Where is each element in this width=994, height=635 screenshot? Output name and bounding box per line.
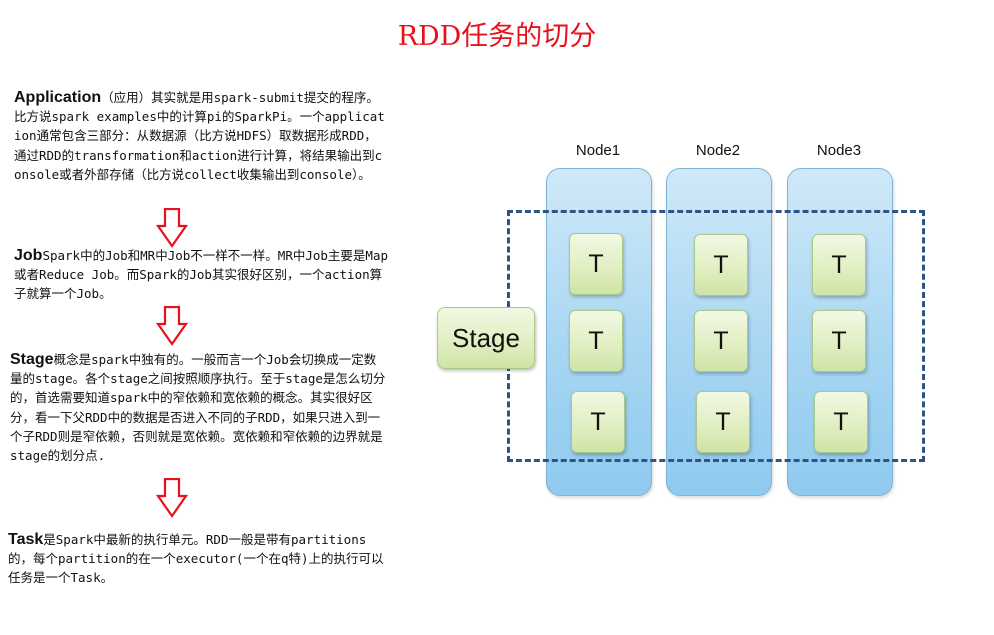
application-text: （应用）其实就是用spark-submit提交的程序。比方说spark exam… (14, 90, 385, 182)
node-label: Node1 (575, 142, 621, 159)
task-box: T (696, 391, 750, 453)
stage-heading: Stage (10, 351, 54, 368)
job-text: Spark中的Job和MR中Job不一样不一样。MR中Job主要是Map或者Re… (14, 248, 388, 302)
task-box: T (569, 233, 623, 295)
task-box: T (569, 310, 623, 372)
job-section: JobSpark中的Job和MR中Job不一样不一样。MR中Job主要是Map或… (14, 246, 388, 304)
task-section: Task是Spark中最新的执行单元。RDD一般是带有partitions的，每… (8, 530, 386, 588)
task-box: T (812, 234, 866, 296)
task-text: 是Spark中最新的执行单元。RDD一般是带有partitions的，每个par… (8, 532, 384, 586)
job-heading: Job (14, 247, 43, 264)
task-box: T (694, 310, 748, 372)
down-arrow-icon (156, 208, 188, 248)
task-heading: Task (8, 531, 44, 548)
node-label: Node2 (695, 142, 741, 159)
task-box: T (571, 391, 625, 453)
down-arrow-icon (156, 478, 188, 518)
task-box: T (812, 310, 866, 372)
stage-text: 概念是spark中独有的。一般而言一个Job会切换成一定数量的stage。各个s… (10, 352, 386, 464)
page-title: RDD任务的切分 (397, 21, 597, 52)
task-box: T (814, 391, 868, 453)
task-box: T (694, 234, 748, 296)
application-section: Application（应用）其实就是用spark-submit提交的程序。比方… (14, 88, 388, 184)
node-label: Node3 (816, 142, 862, 159)
stage-section: Stage概念是spark中独有的。一般而言一个Job会切换成一定数量的stag… (10, 350, 388, 465)
down-arrow-icon (156, 306, 188, 346)
stage-box: Stage (437, 307, 535, 369)
application-heading: Application (14, 89, 102, 106)
